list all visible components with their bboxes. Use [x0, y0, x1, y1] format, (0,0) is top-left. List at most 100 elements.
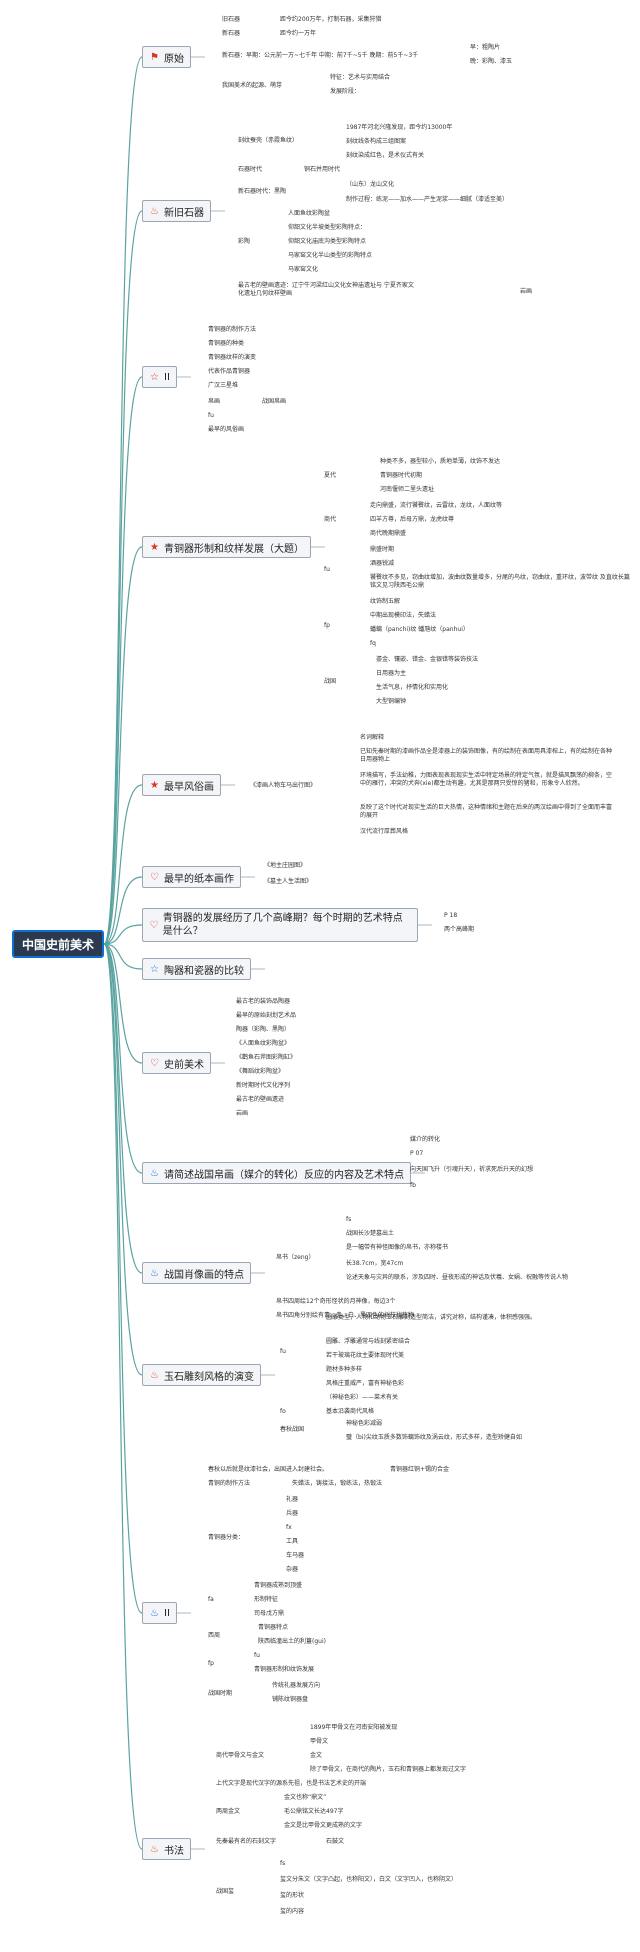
- leaf: 走向鼎盛，流行饕餮纹，云雷纹，龙纹，人面纹等: [370, 502, 503, 509]
- leaf: 早：粗陶片: [470, 44, 501, 51]
- leaf: 仰韶文化半坡类型彩陶特点：: [288, 224, 367, 231]
- flag-icon: ⚑: [150, 51, 159, 63]
- leaf: 1899年甲骨文在河南安阳被发现: [310, 1724, 398, 1731]
- leaf: 《漆画人物车马出行图》: [250, 782, 317, 789]
- leaf: 青铜器特点: [258, 1624, 289, 1631]
- leaf: fb: [410, 1182, 416, 1189]
- leaf: 刻纹线条构成三组图案: [346, 138, 407, 145]
- root-topic-connector: [103, 943, 143, 970]
- leaf: 论述天象与灾异的联系，涉及四时、昼夜形成的神话及伏羲、女娲、祝融等传说人物: [346, 1274, 569, 1281]
- root-topic[interactable]: 中国史前美术: [12, 930, 104, 958]
- leaf: 上代文字是现代汉字的源系先祖，也是书法艺术史的开端: [216, 1780, 367, 1787]
- leaf: 彩陶: [238, 238, 251, 245]
- leaf: 马家窑文化半山类型的彩陶特点: [288, 252, 373, 259]
- leaf: 名词解释: [360, 734, 385, 741]
- root-topic-connector: [103, 210, 143, 945]
- leaf: 春秋战国: [280, 1426, 305, 1433]
- fire-icon: ♨: [150, 1167, 159, 1179]
- leaf: 岩画: [520, 288, 533, 295]
- topic-label: 青铜器的发展经历了几个高峰期？每个时期的艺术特点是什么？: [162, 913, 403, 937]
- leaf: 青铜器时代初期: [380, 472, 423, 479]
- topic-ii-1[interactable]: ☆II: [142, 366, 177, 388]
- root-topic-connector: [103, 943, 143, 1614]
- root-label: 中国史前美术: [21, 937, 94, 952]
- leaf: 发展阶段：: [330, 88, 361, 95]
- heart-icon: ♡: [150, 871, 159, 883]
- leaf: 晚：彩陶、漆玉: [470, 58, 513, 65]
- leaf: fp: [324, 622, 330, 629]
- leaf: 璧（bi)尖纹玉质多数饰螭饰纹及涡云纹，形式多样，造型矫健自如: [346, 1434, 522, 1441]
- topic-pottery-porcelain[interactable]: ☆陶器和瓷器的比较: [142, 958, 251, 980]
- topic-jade-carving[interactable]: ♨玉石雕刻风格的演变: [142, 1364, 261, 1386]
- leaf: 最古老的壁画遗迹：辽宁牛河梁红山文化女神庙遗址与 宁夏齐家文化遗址几何纹样壁画: [238, 282, 414, 297]
- leaf: 战国: [324, 678, 337, 685]
- root-topic-connector: [103, 376, 143, 945]
- leaf: 帛书四角分别绘有青、赤、白、黑四色的树枝状植物: [276, 1312, 415, 1319]
- topic-xinjiushiqi[interactable]: ♨新旧石器: [142, 200, 211, 222]
- leaf: 距今约200万年，打制石器，采集狩猎: [280, 16, 382, 23]
- leaf: 石器时代: [238, 166, 263, 173]
- leaf: 长38.7cm，宽47cm: [346, 1260, 404, 1267]
- leaf: 商代: [324, 516, 337, 523]
- leaf: 战国帛画: [262, 398, 287, 405]
- leaf: 毛公鼎铭文长达497字: [284, 1808, 344, 1815]
- leaf: 刻纹蚕壳（赤霞鱼纹）: [238, 137, 299, 144]
- leaf: 新时期时代文化序列: [236, 1082, 291, 1089]
- leaf: 环境描写，手法幼稚，力图表现表现现实生活中特定场景的特定气氛，就是描风飘荡的柳条…: [360, 772, 613, 787]
- leaf: 神秘色彩减弱: [346, 1420, 383, 1427]
- root-topic-connector: [103, 943, 143, 1174]
- leaf: 最早的原始刻划艺术品: [236, 1012, 297, 1019]
- leaf: 广汉三星堆: [208, 382, 239, 389]
- topic-silk-painting-question[interactable]: ♨ 请简述战国帛画（媒介的转化）反应的内容及艺术特点: [142, 1162, 411, 1184]
- topic-earliest-paper-painting[interactable]: ♡最早的纸本画作: [142, 866, 241, 888]
- leaf: 最古老的装饰品陶器: [236, 998, 291, 1005]
- leaf: 马家窑文化: [288, 266, 319, 273]
- leaf: 除了甲骨文，在商代的陶片，玉石和青铜器上都发现过文字: [310, 1766, 467, 1773]
- leaf: 商代甲骨文与金文: [216, 1752, 265, 1759]
- leaf: （山东）龙山文化: [346, 181, 395, 188]
- leaf: 最早的风俗画: [208, 426, 245, 433]
- leaf: fx: [286, 1524, 292, 1531]
- leaf: 人面鱼纹彩陶盆: [288, 210, 331, 217]
- topic-label: II: [164, 1607, 170, 1619]
- topic-bronze-shapes[interactable]: ★青铜器形制和纹样发展（大题）: [142, 536, 311, 558]
- topic-earliest-genre-painting[interactable]: ★最早风俗画: [142, 774, 221, 796]
- leaf: 铺陈纹铜器盘: [272, 1696, 309, 1703]
- topic-label: 最早风俗画: [164, 781, 214, 793]
- leaf: 失蜡法，铸接法，锻练法，热锻法: [292, 1480, 383, 1487]
- leaf: 金文也称“鼎文”: [284, 1794, 327, 1801]
- leaf: 《舞蹈纹彩陶盆》: [236, 1068, 285, 1075]
- leaf: P 18: [444, 912, 458, 919]
- leaf: 代表作品青铜器: [208, 368, 251, 375]
- topic-prehistoric-art[interactable]: ♡史前美术: [142, 1052, 211, 1074]
- leaf: fs: [280, 1860, 286, 1867]
- leaf: fp: [208, 1660, 214, 1667]
- topic-bronze-peaks-question[interactable]: ♡青铜器的发展经历了几个高峰期？每个时期的艺术特点是什么？: [142, 908, 418, 942]
- root-topic-connector: [103, 56, 143, 945]
- topic-yuanshi[interactable]: ⚑原始: [142, 46, 191, 68]
- leaf: 饕餮纹不多见，窃曲纹增加，波曲纹数量增多，分尾的鸟纹，窃曲纹，重环纹，波带纹 及…: [370, 574, 630, 589]
- topic-portrait-features[interactable]: ♨战国肖像画的特点: [142, 1262, 251, 1284]
- topic-label: 请简述战国帛画（媒介的转化）反应的内容及艺术特点: [164, 1169, 404, 1181]
- leaf: 反映了这个时代对现实生活的巨大热情，这种情绪和主题在后来的两汉绘画中得到了全面而…: [360, 804, 613, 819]
- topic-calligraphy[interactable]: ♨书法: [142, 1838, 191, 1860]
- leaf: 岩画: [236, 1110, 249, 1117]
- root-topic-connector: [103, 943, 143, 1274]
- leaf: 《人面鱼纹彩陶盆》: [236, 1040, 291, 1047]
- leaf: 新石器：早期：公元前一万~七千年 中期：前7千~5千 晚期：前5千~3千: [222, 52, 419, 59]
- leaf: 鎏金、镶嵌、错金、金银错等装饰技法: [376, 656, 479, 663]
- leaf: fa: [208, 1596, 214, 1603]
- leaf: fu: [254, 1652, 260, 1659]
- leaf: 圆雕、浮雕通常与线刻紧密结合: [326, 1338, 411, 1345]
- leaf: 帛画: [208, 398, 221, 405]
- leaf: 刻纹染成红色，是术仪式有关: [346, 152, 425, 159]
- leaf: 战国时期: [208, 1690, 233, 1697]
- leaf: 鼎盛时期: [370, 546, 395, 553]
- leaf: 西周: [208, 1632, 221, 1639]
- root-topic-connector: [103, 943, 143, 1064]
- leaf: 形制特征: [254, 1596, 279, 1603]
- leaf: 《墓主人生活图》: [264, 878, 313, 885]
- leaf: 蟠螭（panchi)纹 蟠虺纹（panhui）: [370, 626, 469, 633]
- topic-ii-2[interactable]: ♨II: [142, 1602, 177, 1624]
